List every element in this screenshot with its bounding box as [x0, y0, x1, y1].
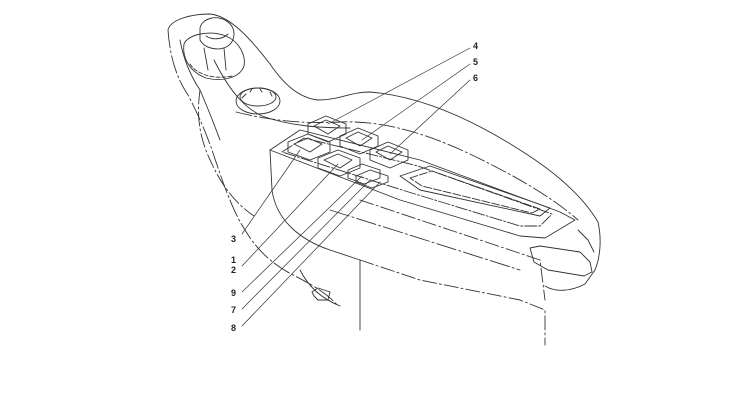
callout-3: 3	[231, 234, 237, 244]
switch-3	[287, 133, 331, 161]
callout-6: 6	[473, 73, 479, 83]
leader-9	[241, 175, 363, 293]
joystick-stem	[203, 47, 227, 71]
joystick-detail	[205, 33, 229, 40]
console-front-curve	[198, 89, 255, 217]
joystick-bellows	[189, 63, 233, 78]
recess	[399, 165, 551, 217]
front-panel-side	[359, 259, 546, 346]
callout-9: 9	[231, 288, 237, 298]
rotary-knob-ridges	[241, 88, 273, 99]
deck-panel	[269, 129, 576, 239]
callout-2: 2	[231, 265, 237, 275]
callout-5: 5	[473, 57, 479, 67]
leader-3	[241, 149, 301, 235]
rotary-knob-top	[239, 87, 277, 107]
switch-row-lower	[287, 133, 389, 189]
joystick-head	[199, 17, 235, 50]
callout-7: 7	[231, 305, 237, 315]
leader-4	[327, 47, 471, 125]
leader-7	[241, 179, 371, 310]
console-outer-edge	[167, 13, 601, 291]
end-cap-detail	[577, 229, 595, 253]
leader-2	[241, 163, 339, 267]
switch-9	[347, 163, 381, 185]
console-upper-edge	[235, 111, 579, 221]
side-panel-line	[359, 199, 546, 301]
foot	[311, 287, 331, 301]
console-top-ridge	[213, 59, 351, 129]
callout-4: 4	[473, 41, 479, 51]
callout-8: 8	[231, 323, 237, 333]
front-panel-bottom	[299, 269, 341, 307]
switch-1	[317, 149, 361, 177]
recess-inner	[409, 170, 541, 214]
side-panel-line-2	[329, 209, 521, 271]
switch-row-upper	[307, 115, 409, 169]
switch-6	[369, 141, 409, 169]
leader-6	[389, 79, 471, 155]
leader-5	[361, 63, 471, 141]
front-panel	[269, 149, 361, 331]
joystick-base	[183, 32, 245, 80]
deck-panel-inner	[281, 137, 553, 227]
end-cap	[529, 245, 593, 277]
leader-8	[241, 181, 381, 327]
callout-1: 1	[231, 255, 237, 265]
console-left-profile	[167, 29, 339, 307]
